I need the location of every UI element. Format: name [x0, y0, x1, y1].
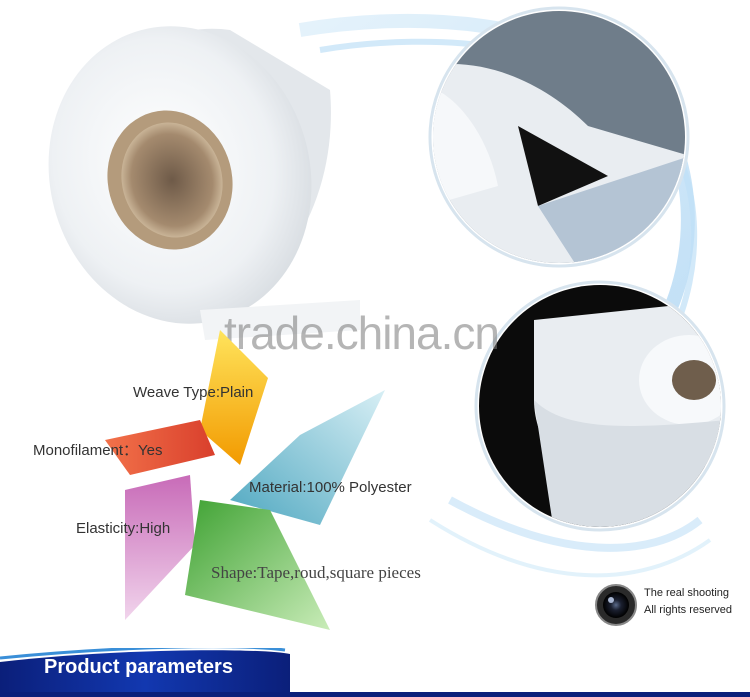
parameter-shapes [105, 330, 385, 630]
material-label: Material:100% Polyester [249, 479, 412, 496]
monofilament-shape [105, 420, 215, 475]
camera-lens-icon [595, 584, 637, 626]
weave-type-shape [200, 330, 268, 465]
detail-photo-top [428, 6, 690, 268]
badge-line-1: The real shooting [644, 587, 729, 599]
weave-type-label: Weave Type:Plain [133, 384, 254, 401]
elasticity-shape [125, 475, 195, 620]
material-shape [230, 390, 385, 525]
monofilament-label: Monofilament：Yes [33, 442, 163, 459]
footer-title: Product parameters [44, 656, 233, 678]
tape-roll-main [48, 26, 360, 340]
elasticity-label: Elasticity:High [76, 520, 171, 537]
shape-label: Shape:Tape,roud,square pieces [211, 563, 421, 582]
watermark-text: trade.china.cn [224, 307, 500, 359]
footer-banner [0, 648, 750, 697]
badge-line-2: All rights reserved [644, 604, 733, 616]
detail-photo-bottom [474, 280, 726, 532]
shape-shape [185, 500, 330, 630]
